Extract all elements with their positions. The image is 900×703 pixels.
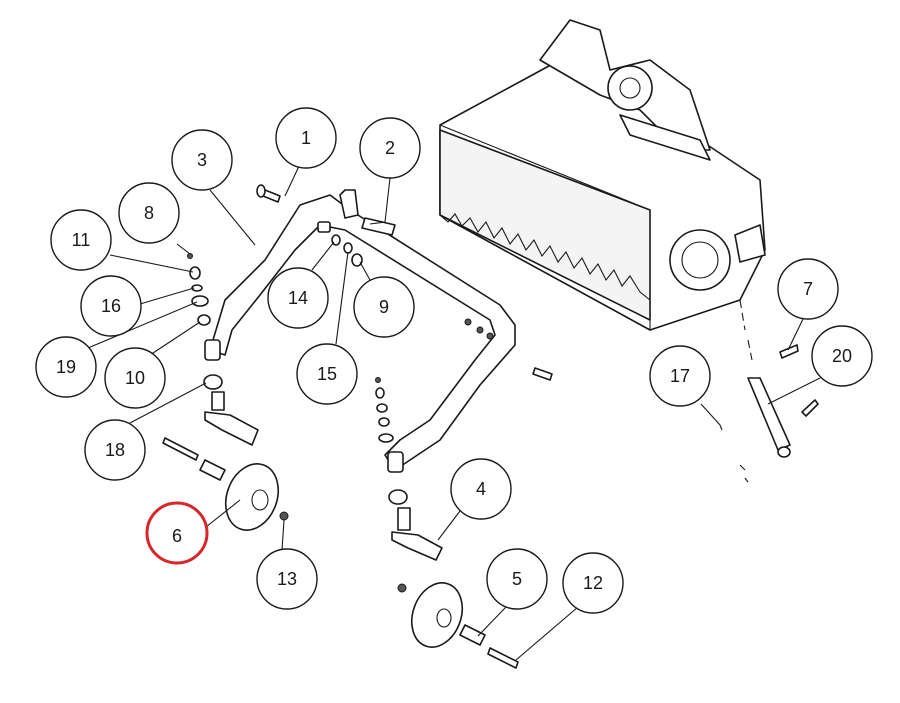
pin-1 bbox=[256, 184, 281, 203]
mower-deck bbox=[439, 19, 766, 331]
spacer-left bbox=[199, 459, 226, 481]
svg-text:2: 2 bbox=[385, 138, 395, 158]
callout-17: 17 bbox=[649, 345, 711, 407]
pin-7 bbox=[779, 344, 799, 359]
hardware-14-15-9 bbox=[331, 234, 363, 267]
svg-text:5: 5 bbox=[512, 569, 522, 589]
callout-3: 3 bbox=[171, 129, 233, 191]
callout-9: 9 bbox=[353, 276, 415, 338]
callout-13: 13 bbox=[256, 548, 318, 610]
svg-text:15: 15 bbox=[317, 364, 337, 384]
callout-18: 18 bbox=[84, 419, 146, 481]
svg-text:13: 13 bbox=[277, 569, 297, 589]
callout-4: 4 bbox=[450, 458, 512, 520]
callout-20: 20 bbox=[811, 325, 873, 387]
callout-14: 14 bbox=[267, 267, 329, 329]
callout-2: 2 bbox=[359, 117, 421, 179]
pin-12 bbox=[487, 647, 519, 669]
wheel-6 bbox=[224, 463, 280, 531]
callout-15: 15 bbox=[296, 343, 358, 405]
svg-text:10: 10 bbox=[125, 368, 145, 388]
callout-6: 6 bbox=[145, 501, 209, 565]
callout-8: 8 bbox=[118, 182, 180, 244]
svg-text:20: 20 bbox=[832, 346, 852, 366]
svg-text:14: 14 bbox=[288, 288, 308, 308]
spacer-5 bbox=[459, 624, 486, 646]
svg-text:4: 4 bbox=[476, 479, 486, 499]
svg-text:8: 8 bbox=[144, 203, 154, 223]
svg-text:6: 6 bbox=[172, 526, 182, 546]
caster-bracket-right bbox=[388, 489, 443, 561]
rod-20 bbox=[747, 377, 791, 458]
svg-text:1: 1 bbox=[301, 128, 311, 148]
pin-18 bbox=[162, 437, 199, 461]
svg-text:17: 17 bbox=[670, 366, 690, 386]
hardware-stack-left bbox=[187, 253, 211, 326]
callout-11: 11 bbox=[50, 209, 112, 271]
nut-right bbox=[397, 583, 407, 593]
callout-19: 19 bbox=[35, 336, 97, 398]
svg-text:12: 12 bbox=[583, 573, 603, 593]
svg-text:16: 16 bbox=[101, 296, 121, 316]
leader-lines bbox=[87, 163, 821, 661]
hardware-stack-right bbox=[375, 377, 394, 443]
pin-mid bbox=[532, 367, 553, 381]
callout-1: 1 bbox=[275, 107, 337, 169]
callout-12: 12 bbox=[562, 552, 624, 614]
callout-5: 5 bbox=[486, 548, 548, 610]
svg-text:19: 19 bbox=[56, 357, 76, 377]
svg-text:11: 11 bbox=[72, 230, 91, 250]
wheel-right bbox=[410, 582, 464, 648]
svg-text:9: 9 bbox=[379, 297, 389, 317]
pin-small-20 bbox=[801, 399, 819, 417]
callout-10: 10 bbox=[104, 347, 166, 409]
svg-text:3: 3 bbox=[197, 150, 207, 170]
caster-bracket-left bbox=[203, 374, 259, 446]
callout-16: 16 bbox=[80, 275, 142, 337]
callout-7: 7 bbox=[777, 258, 839, 320]
frame-assembly bbox=[204, 189, 516, 473]
nut-13 bbox=[279, 511, 289, 521]
highlight-ring bbox=[145, 501, 209, 565]
dashed-linkage bbox=[719, 299, 753, 483]
svg-text:18: 18 bbox=[105, 440, 125, 460]
svg-text:7: 7 bbox=[803, 279, 813, 299]
